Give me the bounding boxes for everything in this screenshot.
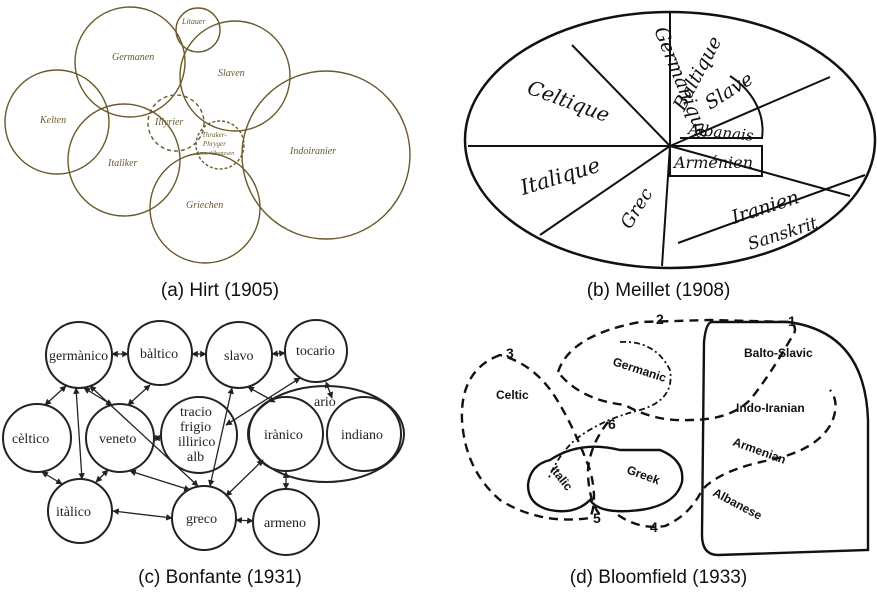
hirt-label-germanen: Germanen xyxy=(112,52,154,63)
bonf-label-ario: ario xyxy=(314,395,336,410)
bloom-label-italic: Italic xyxy=(548,463,576,493)
caption-c: (c) Bonfante (1931) xyxy=(138,567,302,588)
bonf-circle-celtico xyxy=(2,403,72,473)
bloom-label-germanic: Germanic xyxy=(611,355,668,386)
bonfante-diagram: germànico bàltico slavo tocario ario cèl… xyxy=(2,319,405,556)
bloom-number-3: 3 xyxy=(506,345,514,361)
bloom-number-5: 5 xyxy=(593,510,601,526)
bonf-label-slavo: slavo xyxy=(224,349,254,364)
bonf-label-veneto: veneto xyxy=(99,432,136,447)
hirt-circle-slaven xyxy=(179,20,291,132)
panel-bonfante: germànico bàltico slavo tocario ario cèl… xyxy=(0,310,440,565)
bloom-isogloss-1 xyxy=(700,320,870,557)
bonf-label-italico: itàlico xyxy=(56,505,91,520)
bloom-isogloss-3 xyxy=(460,353,596,521)
hirt-label-indoiranier: Indoiranier xyxy=(289,146,336,157)
hirt-circle-illyrier xyxy=(147,94,205,152)
bloom-isogloss-germanic-italic xyxy=(547,341,672,481)
hirt-circle-indoiranier xyxy=(241,70,411,240)
caption-b: (b) Meillet (1908) xyxy=(586,280,731,301)
bloom-label-balto-slavic: Balto-Slavic xyxy=(744,346,813,360)
bloomfield-diagram: 1 2 3 4 5 6 Celtic Germanic Balto-Slavic… xyxy=(460,311,870,557)
bonf-label-germanico: germànico xyxy=(49,349,108,364)
bonf-label-celtico: cèltico xyxy=(12,432,49,447)
hirt-circle-italiker xyxy=(67,103,181,217)
bloom-isogloss-2 xyxy=(556,318,797,422)
hirt-label-litauer: Litauer xyxy=(181,17,206,26)
hirt-label-griechen: Griechen xyxy=(186,200,223,211)
caption-d: (d) Bloomfield (1933) xyxy=(569,567,748,588)
bonf-label-illirico: illirico xyxy=(178,435,215,450)
bloom-number-1: 1 xyxy=(788,313,796,329)
bonf-label-frigio: frigio xyxy=(180,420,211,435)
bonf-label-baltico: bàltico xyxy=(140,347,178,362)
hirt-label-illyrier: Illyrier xyxy=(154,117,183,128)
bloom-number-6: 6 xyxy=(608,416,616,432)
bonf-circle-indiano xyxy=(326,396,402,472)
bonf-label-tocario: tocario xyxy=(296,344,335,359)
panel-meillet: Germanique Baltique Slave Celtique Alban… xyxy=(440,0,877,270)
hirt-label-thraker-1: Thraker- xyxy=(202,131,227,139)
meillet-label-celtique: Celtique xyxy=(524,75,613,127)
bloom-number-2: 2 xyxy=(656,311,664,327)
bloom-label-albanese: Albanese xyxy=(711,485,765,523)
hirt-label-italiker: Italiker xyxy=(107,158,138,169)
meillet-diagram: Germanique Baltique Slave Celtique Alban… xyxy=(463,10,877,270)
bloom-label-greek: Greek xyxy=(625,463,662,488)
caption-a: (a) Hirt (1905) xyxy=(160,280,280,301)
hirt-circle-litauer xyxy=(175,7,221,53)
meillet-label-armenien: Arménien xyxy=(672,153,753,172)
hirt-circle-griechen xyxy=(149,152,261,264)
bloom-label-indo-iranian: Indo-Iranian xyxy=(736,401,805,415)
panel-hirt: Germanen Litauer Slaven Kelten Illyrier … xyxy=(0,0,440,270)
hirt-label-slaven: Slaven xyxy=(218,68,245,79)
meillet-label-italique: Italique xyxy=(516,153,602,200)
meillet-label-grec: Grec xyxy=(616,184,657,232)
hirt-label-kelten: Kelten xyxy=(39,115,66,126)
hirt-circle-thraker xyxy=(195,120,245,170)
hirt-diagram: Germanen Litauer Slaven Kelten Illyrier … xyxy=(4,6,411,264)
bonf-label-indiano: indiano xyxy=(341,428,383,443)
bonf-label-tracio: tracio xyxy=(180,405,212,420)
bloom-label-celtic: Celtic xyxy=(496,388,529,402)
hirt-circle-kelten xyxy=(4,69,110,175)
bloom-isogloss-5 xyxy=(526,445,684,513)
bloom-number-4: 4 xyxy=(650,519,658,535)
bloom-isogloss-4 xyxy=(617,389,837,529)
bonf-label-greco: greco xyxy=(186,512,217,527)
hirt-circle-germanen xyxy=(74,6,186,118)
bonf-label-alb: alb xyxy=(187,450,204,465)
hirt-label-thraker-2: Phryger xyxy=(202,140,226,148)
hirt-label-thraker-3: Arm. Albanesen xyxy=(195,151,234,157)
bloom-isogloss-6 xyxy=(586,421,609,516)
bonf-label-armeno: armeno xyxy=(264,516,306,531)
bonf-label-iranico: irànico xyxy=(264,428,303,443)
panel-bloomfield: 1 2 3 4 5 6 Celtic Germanic Balto-Slavic… xyxy=(440,310,877,565)
